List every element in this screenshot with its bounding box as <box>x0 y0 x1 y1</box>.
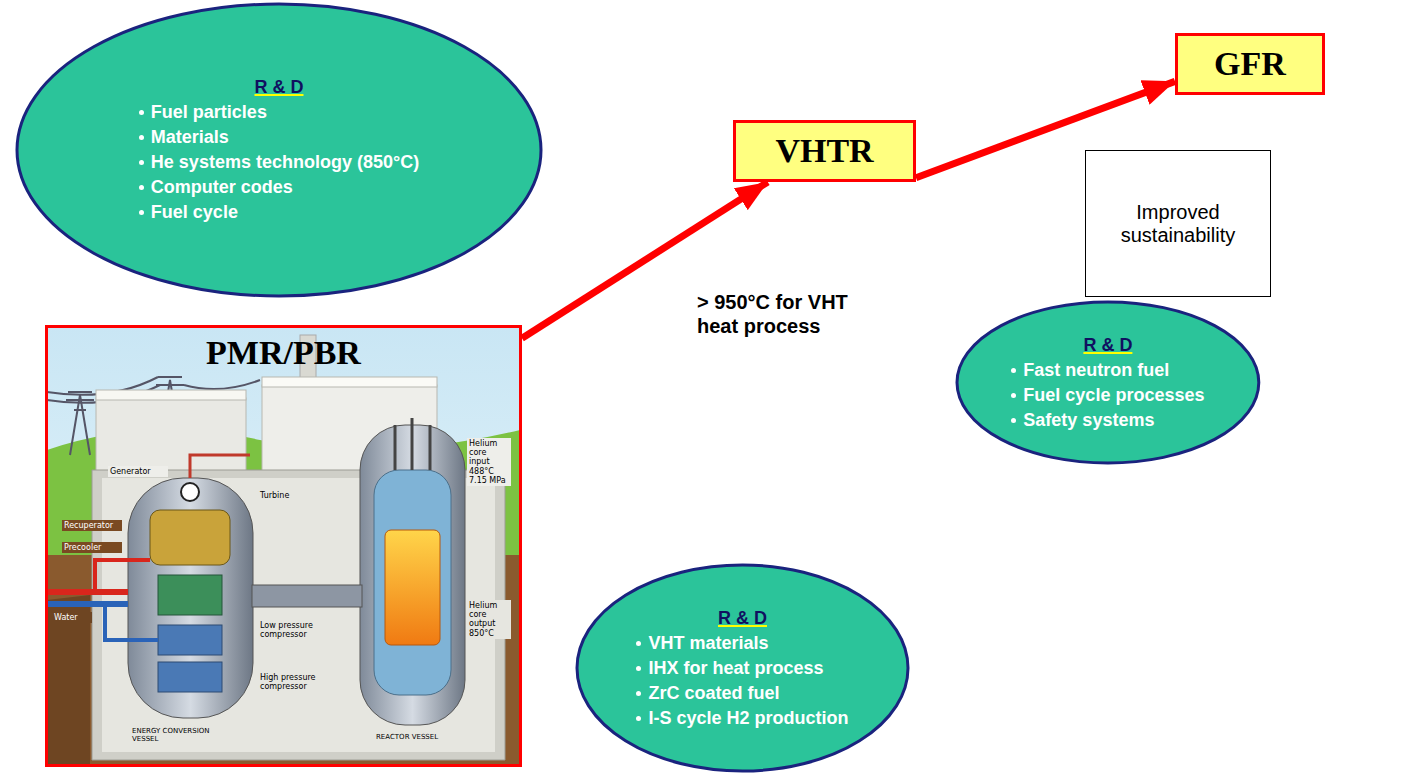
bullet <box>636 641 641 646</box>
part-label: Helium core input 488°C 7.15 MPa <box>467 438 511 486</box>
generator <box>150 510 230 565</box>
ellipse-shape <box>577 565 908 771</box>
part-label: Precooler <box>62 542 122 553</box>
section-heading: R & D <box>636 606 848 631</box>
list-item: IHX for heat process <box>636 656 848 681</box>
concept-box: Improved sustainability <box>1085 150 1271 297</box>
bullet <box>1011 418 1016 423</box>
list-item: ZrC coated fuel <box>636 681 848 706</box>
part-label: ENERGY CONVERSION VESSEL <box>130 726 230 744</box>
part-label: High pressure compressor <box>258 672 318 692</box>
box-label: Improved sustainability <box>1103 201 1253 247</box>
box-label: VHTR <box>775 132 873 170</box>
power-line <box>190 455 250 478</box>
ellipse-shape <box>957 302 1259 463</box>
reactor-core <box>385 530 440 645</box>
part-label: Helium core output 850°C <box>467 600 511 639</box>
research-ellipse: R & DVHT materialsIHX for heat processZr… <box>575 563 910 773</box>
item-text: Materials <box>151 125 229 150</box>
item-text: He systems technology (850°C) <box>151 150 419 175</box>
bullet <box>139 135 144 140</box>
ellipse-outline <box>955 300 1261 465</box>
item-text: VHT materials <box>648 631 768 656</box>
concept-box: VHTR <box>733 120 916 182</box>
compressor <box>158 662 222 692</box>
evolution-arrow <box>522 182 768 338</box>
generator-symbol <box>181 483 199 501</box>
list-item: Fuel cycle processes <box>1011 383 1204 408</box>
list-item: I-S cycle H2 production <box>636 706 848 731</box>
list-item: He systems technology (850°C) <box>139 150 419 175</box>
building <box>262 385 437 475</box>
turbine <box>158 575 222 615</box>
bullet <box>1011 393 1016 398</box>
part-label: Low pressure compressor <box>258 620 318 640</box>
bullet <box>139 185 144 190</box>
panel-title: PMR/PBR <box>48 334 519 372</box>
pipe <box>95 560 150 592</box>
bullet <box>139 210 144 215</box>
research-list: R & DFast neutron fuelFuel cycle process… <box>1011 333 1204 433</box>
item-text: ZrC coated fuel <box>648 681 779 706</box>
list-item: Fast neutron fuel <box>1011 358 1204 383</box>
part-label: Generator <box>108 466 168 477</box>
temperature-note: > 950°C for VHT heat process <box>697 290 882 338</box>
box-label: GFR <box>1214 45 1286 83</box>
scene <box>47 327 520 765</box>
ellipse-outline <box>15 2 543 298</box>
part-label: Turbine <box>258 490 308 501</box>
list-item: Materials <box>139 125 419 150</box>
part-label: Recuperator <box>62 520 122 531</box>
water-pipe <box>47 601 128 607</box>
item-text: Computer codes <box>151 175 293 200</box>
list-item: Safety systems <box>1011 408 1204 433</box>
part-label: REACTOR VESSEL <box>374 732 454 742</box>
list-item: Computer codes <box>139 175 419 200</box>
list-item: Fuel particles <box>139 100 419 125</box>
section-heading: R & D <box>1011 333 1204 358</box>
compressor <box>158 625 222 655</box>
concept-box: GFR <box>1175 33 1325 95</box>
section-heading: R & D <box>139 75 419 100</box>
bullet <box>139 110 144 115</box>
item-text: IHX for heat process <box>648 656 823 681</box>
item-text: Fast neutron fuel <box>1023 358 1169 383</box>
item-text: Safety systems <box>1023 408 1154 433</box>
research-list: R & DFuel particlesMaterialsHe systems t… <box>139 75 419 225</box>
list-item: VHT materials <box>636 631 848 656</box>
sky <box>47 327 520 765</box>
research-list: R & DVHT materialsIHX for heat processZr… <box>636 606 848 731</box>
bullet <box>1011 368 1016 373</box>
cross-duct <box>252 585 362 607</box>
pipe <box>105 604 158 640</box>
building <box>96 398 246 478</box>
part-label: Water <box>52 612 92 623</box>
bullet <box>636 666 641 671</box>
water-pipe <box>47 589 128 595</box>
ellipse-shape <box>17 4 541 296</box>
research-ellipse: R & DFuel particlesMaterialsHe systems t… <box>15 2 543 298</box>
vessel-interior <box>374 470 451 695</box>
roof <box>96 390 246 400</box>
item-text: Fuel cycle processes <box>1023 383 1204 408</box>
bullet <box>636 691 641 696</box>
item-text: I-S cycle H2 production <box>648 706 848 731</box>
bullet <box>636 716 641 721</box>
bullet <box>139 160 144 165</box>
energy-conversion-vessel <box>128 478 253 718</box>
roof <box>262 377 437 387</box>
list-item: Fuel cycle <box>139 200 419 225</box>
research-ellipse: R & DFast neutron fuelFuel cycle process… <box>955 300 1261 465</box>
item-text: Fuel particles <box>151 100 267 125</box>
control-rods <box>395 418 430 470</box>
item-text: Fuel cycle <box>151 200 238 225</box>
